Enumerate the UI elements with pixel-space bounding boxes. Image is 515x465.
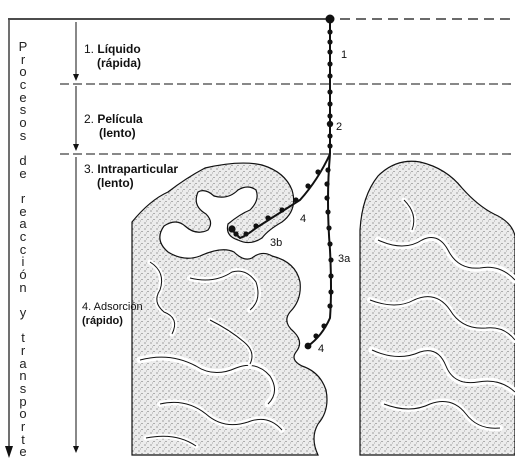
marker-3a: 3a — [338, 253, 351, 265]
process-arrow-head — [5, 446, 13, 458]
marker-1: 1 — [341, 49, 347, 61]
side-text-char: n — [17, 281, 29, 294]
side-text-char: s — [17, 129, 29, 142]
stage-1-label: 1. Líquido (rápida) — [84, 42, 141, 70]
side-text-char: e — [17, 167, 29, 180]
side-text-char: e — [17, 445, 29, 458]
stage-3-name: Intraparticular — [97, 162, 178, 176]
marker-3b: 3b — [270, 237, 282, 249]
stage-2-label: 2. Película (lento) — [84, 112, 143, 140]
stage-3-speed: (lento) — [84, 176, 134, 190]
stage-3-label: 3. Intraparticular (lento) — [84, 162, 178, 190]
marker-4-upper: 4 — [300, 213, 306, 225]
side-text-char: y — [17, 306, 29, 319]
marker-2: 2 — [336, 121, 342, 133]
marker-4-lower: 4 — [318, 343, 324, 355]
stage-4-label: 4. Adsorción (rápido) — [82, 300, 143, 328]
stage-2-name: Película — [97, 112, 142, 126]
stage-1-name: Líquido — [97, 42, 140, 56]
porous-particle-right — [360, 161, 515, 455]
stage-2-speed: (lento) — [84, 126, 136, 140]
stage-1-speed: (rápida) — [84, 56, 141, 70]
stage-4-name: Adsorción — [94, 301, 143, 313]
stage-4-speed: (rápido) — [82, 315, 123, 327]
